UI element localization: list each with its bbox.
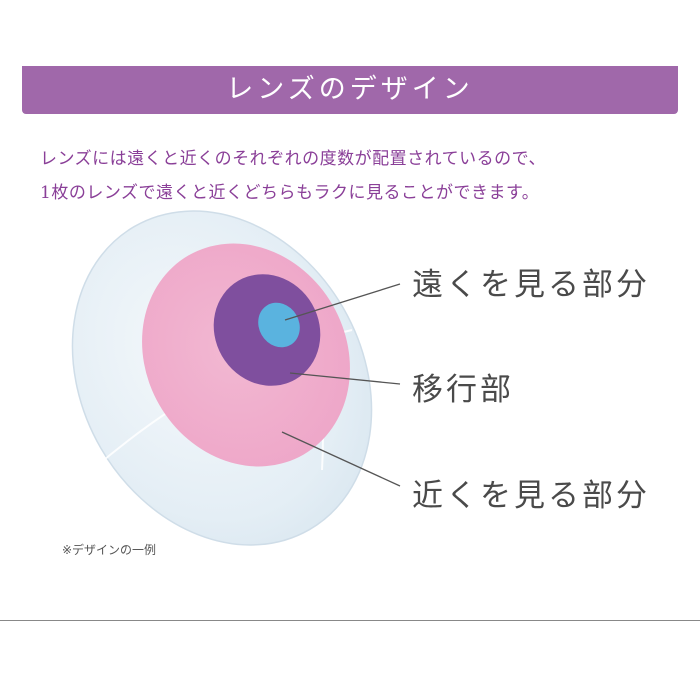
- label-near-zone: 近くを見る部分: [412, 478, 650, 514]
- label-transition-zone: 移行部: [412, 372, 514, 408]
- leader-line-transition: [289, 372, 401, 385]
- section-banner: レンズのデザイン: [22, 66, 678, 114]
- leader-line-near: [281, 431, 401, 487]
- section-title: レンズのデザイン: [226, 74, 474, 105]
- leader-line-far: [284, 283, 401, 321]
- intro-text: レンズには遠くと近くのそれぞれの度数が配置されているので、 1枚のレンズで遠くと…: [40, 142, 680, 210]
- divider-line: [0, 620, 700, 621]
- intro-line-2: 1枚のレンズで遠くと近くどちらもラクに見ることができます。: [40, 183, 540, 203]
- intro-line-1: レンズには遠くと近くのそれぞれの度数が配置されているので、: [40, 149, 546, 169]
- design-note: ※デザインの一例: [62, 543, 157, 557]
- label-far-zone: 遠くを見る部分: [412, 267, 650, 303]
- far-zone: [258, 302, 300, 348]
